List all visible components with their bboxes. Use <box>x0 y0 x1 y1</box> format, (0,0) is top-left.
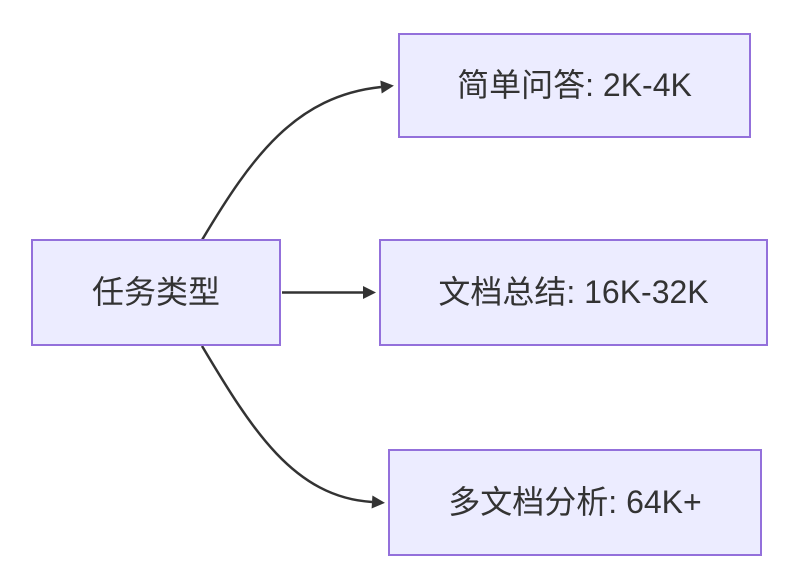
edge-root-to-branch-3 <box>200 345 385 509</box>
node-multi-doc-analysis-label: 多文档分析: 64K+ <box>448 484 702 521</box>
edge-root-to-branch-1 <box>200 80 394 241</box>
node-multi-doc-analysis: 多文档分析: 64K+ <box>388 449 762 556</box>
node-doc-summary: 文档总结: 16K-32K <box>379 239 768 346</box>
node-task-type-label: 任务类型 <box>91 274 220 311</box>
node-simple-qa: 简单问答: 2K-4K <box>398 33 751 138</box>
node-task-type: 任务类型 <box>31 239 281 346</box>
node-doc-summary-label: 文档总结: 16K-32K <box>438 274 709 311</box>
node-simple-qa-label: 简单问答: 2K-4K <box>457 67 692 104</box>
